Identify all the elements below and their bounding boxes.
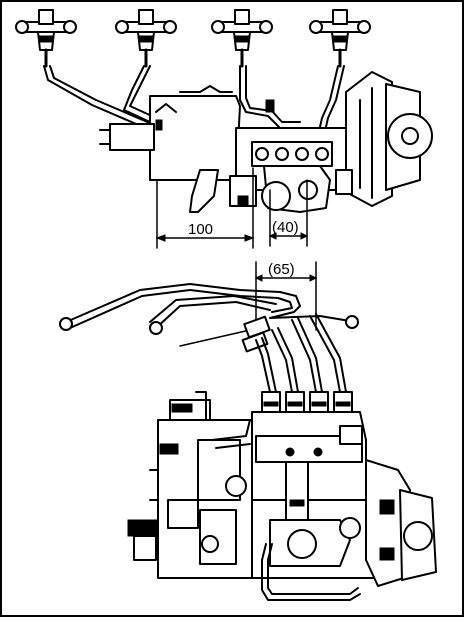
top-view: 100 (40) xyxy=(15,9,433,249)
delivery-valve-holders xyxy=(261,391,353,413)
dimension-label-40: (40) xyxy=(272,219,299,236)
pump-body-top xyxy=(99,71,433,213)
pump-body-side xyxy=(127,391,437,601)
injector-holder-3 xyxy=(211,9,273,68)
side-view: (65) xyxy=(59,261,437,601)
dimension-label-100: 100 xyxy=(188,221,213,238)
dimension-label-65: (65) xyxy=(268,261,295,278)
dimension-lines-top xyxy=(155,167,309,249)
injector-holder-2 xyxy=(115,9,177,68)
injector-holder-1 xyxy=(15,9,77,68)
injector-holder-4 xyxy=(309,9,371,68)
injection-pipes-side xyxy=(59,283,359,393)
